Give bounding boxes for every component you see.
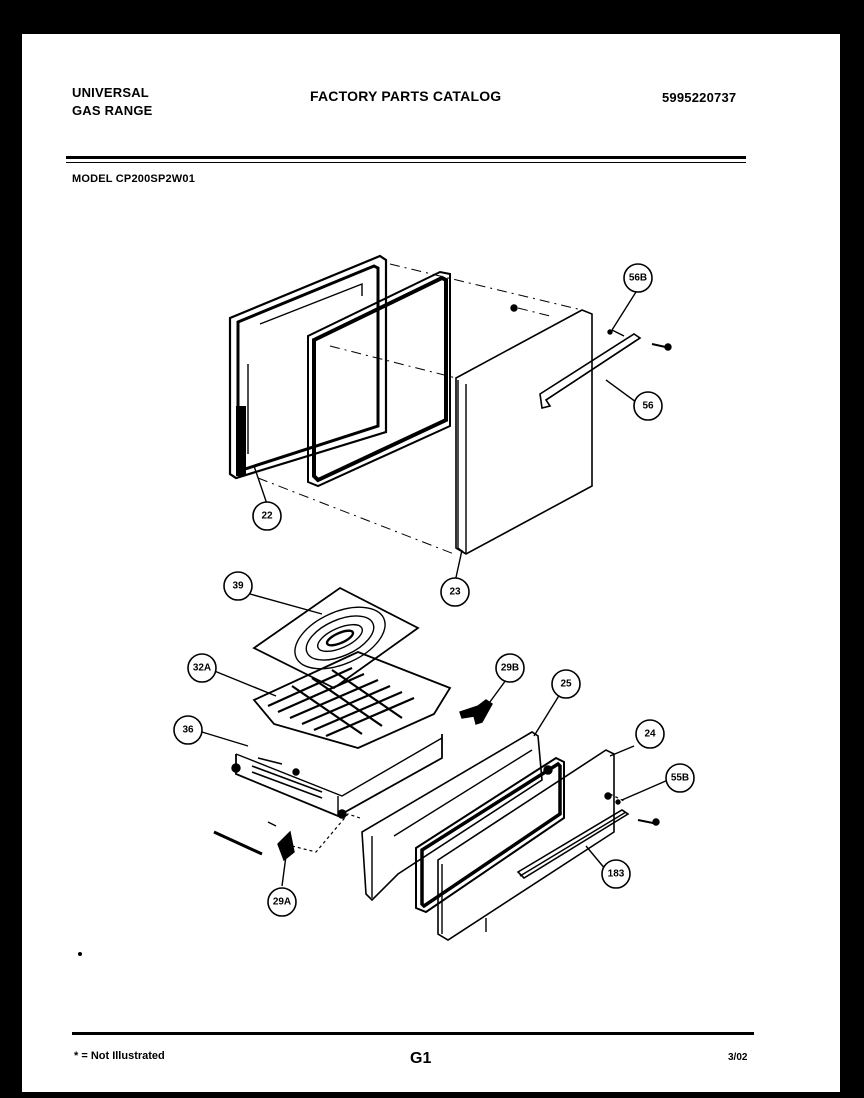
callout-22: 22 — [252, 501, 282, 531]
callout-56: 56 — [633, 391, 663, 421]
callout-29a: 29A — [267, 887, 297, 917]
callout-25: 25 — [551, 669, 581, 699]
parts-catalog-sheet: UNIVERSAL GAS RANGE FACTORY PARTS CATALO… — [22, 34, 840, 1092]
lower-alignment-lines — [291, 793, 627, 853]
svg-text:39: 39 — [232, 581, 244, 592]
catalog-title: FACTORY PARTS CATALOG — [310, 88, 502, 104]
brand-line-2: GAS RANGE — [72, 103, 153, 118]
model-label: MODEL CP200SP2W01 — [72, 173, 196, 185]
header-rule-thin — [66, 162, 746, 163]
svg-text:36: 36 — [182, 725, 194, 736]
drawer-slide-29a-part — [213, 821, 295, 862]
brand-line-1: UNIVERSAL — [72, 85, 149, 100]
svg-text:56B: 56B — [629, 273, 647, 284]
bracket-29b-part — [459, 699, 493, 725]
drawer-liner-part — [361, 731, 543, 902]
callout-32a: 32A — [187, 653, 217, 683]
header-rule-thick — [66, 156, 746, 159]
drawer-front-part — [437, 749, 615, 941]
drawer-handle-part — [516, 809, 630, 880]
footer-rule — [72, 1032, 754, 1035]
callout-55b: 55B — [665, 763, 695, 793]
stray-dot — [78, 952, 82, 956]
revision-date: 3/02 — [728, 1052, 748, 1063]
door-handle-part — [539, 329, 672, 409]
upper-alignment-lines — [257, 263, 583, 555]
svg-text:29A: 29A — [273, 897, 291, 908]
callout-39: 39 — [223, 571, 253, 601]
page-label: G1 — [410, 1050, 432, 1067]
callout-23: 23 — [440, 577, 470, 607]
outer-door-part — [455, 309, 593, 555]
svg-text:56: 56 — [642, 401, 654, 412]
svg-text:23: 23 — [449, 587, 461, 598]
drawer-inner-panel-part — [415, 756, 565, 914]
svg-text:55B: 55B — [671, 773, 689, 784]
broiler-pan-part — [252, 651, 452, 749]
catalog-number: 5995220737 — [662, 90, 737, 105]
svg-text:29B: 29B — [501, 663, 519, 674]
callout-56b: 56B — [623, 263, 653, 293]
callout-183: 183 — [601, 859, 631, 889]
svg-text:25: 25 — [560, 679, 572, 690]
footnote: * = Not Illustrated — [74, 1050, 165, 1062]
broiler-drawer-frame-part — [231, 734, 443, 819]
svg-text:22: 22 — [261, 511, 273, 522]
svg-text:183: 183 — [608, 869, 625, 880]
callout-36: 36 — [173, 715, 203, 745]
svg-text:32A: 32A — [193, 663, 211, 674]
callout-29b: 29B — [495, 653, 525, 683]
door-glass-panel-part — [307, 270, 451, 488]
brand-title: UNIVERSAL GAS RANGE — [72, 84, 153, 120]
exploded-parts-diagram: 56B 56 22 23 39 32A 36 29B 25 24 55B — [78, 254, 695, 956]
callout-24: 24 — [635, 719, 665, 749]
inner-door-liner-part — [228, 254, 388, 480]
svg-text:24: 24 — [644, 729, 656, 740]
